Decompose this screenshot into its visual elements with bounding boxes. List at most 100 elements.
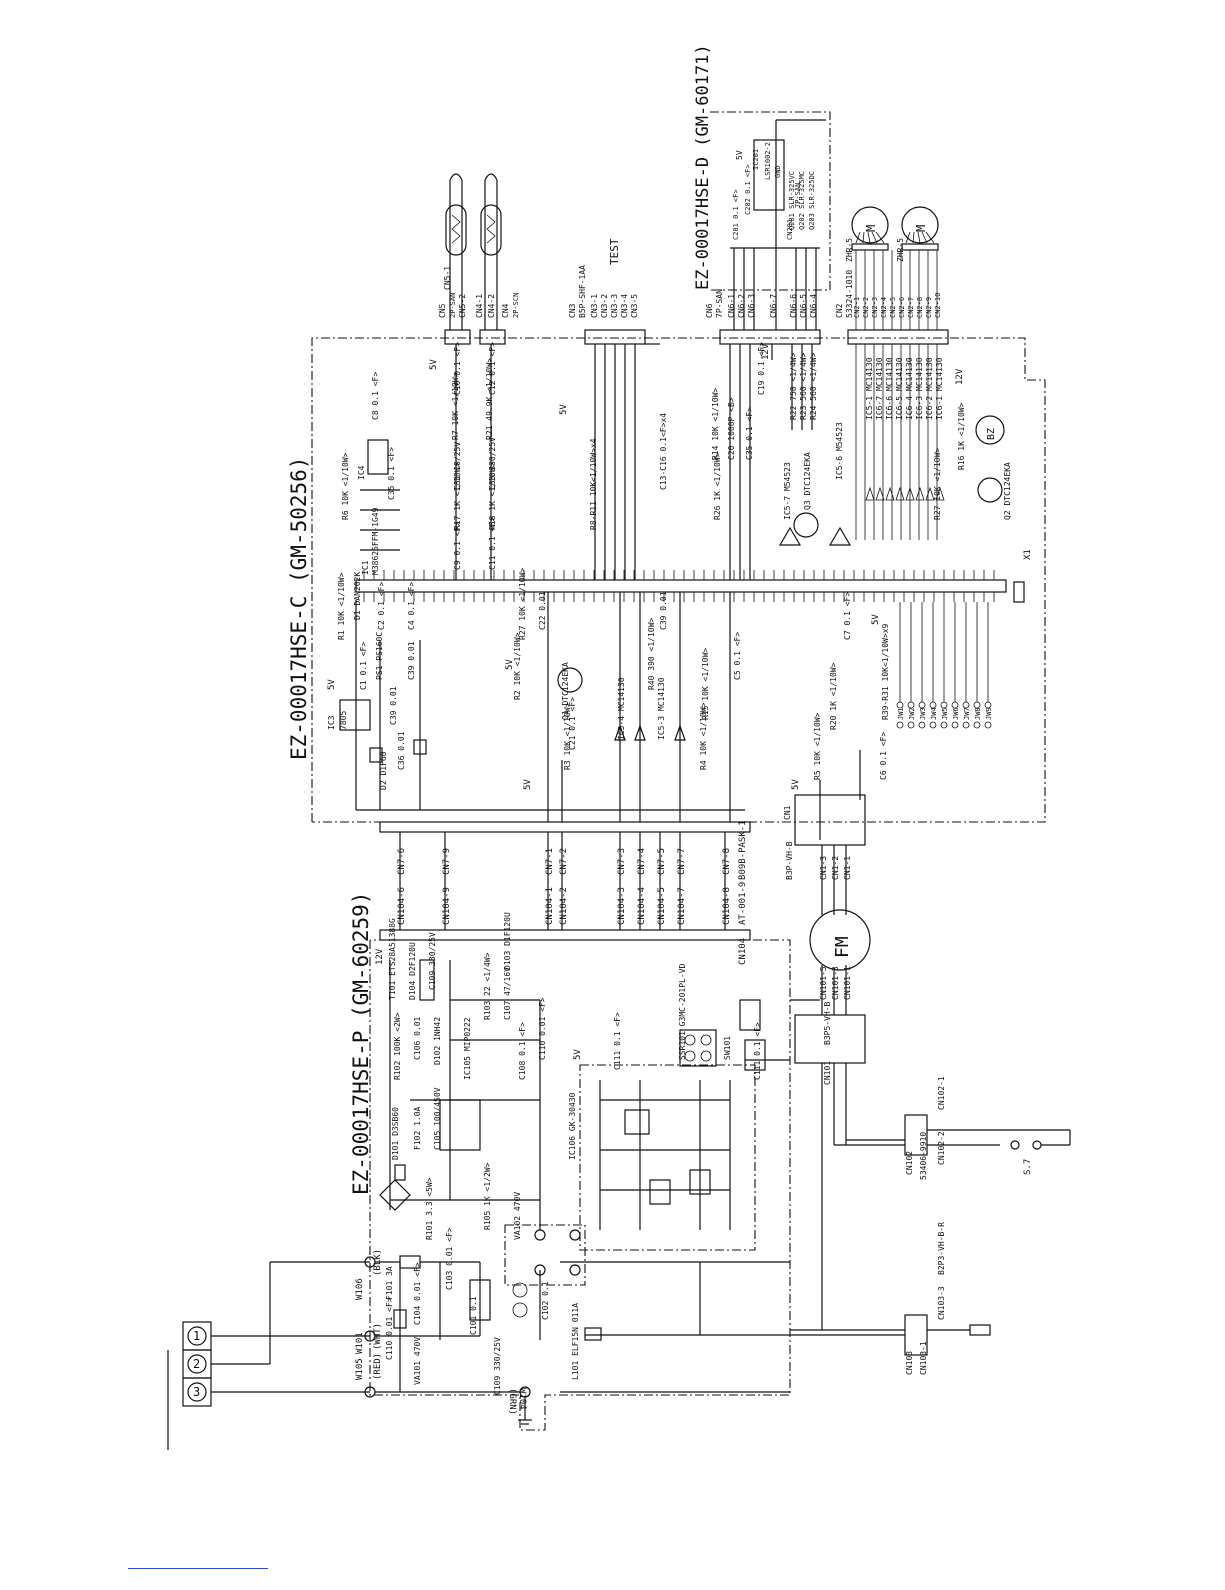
q203-label: Q203 SLR-325DC [808, 171, 816, 230]
d103-label: D103 D1F120U [503, 912, 512, 970]
r8-r11-label: R8-R11 10K<1/10W>x4 [589, 438, 598, 530]
d101-label: D101 D3SB60 [391, 1107, 400, 1160]
rail-5v-g: 5V [871, 614, 881, 625]
lsr-label: LSR1002-2 [764, 142, 772, 180]
cn1-2: CN1-2 [831, 856, 840, 880]
c13-c16-label: C13-C16 0.1<F>x4 [659, 413, 668, 490]
x1-label: X1 [1023, 549, 1033, 560]
ic6-2-label: IC6-2 MC14130 [925, 357, 934, 420]
cn6-2: CN6-2 [737, 294, 746, 318]
control-board: EZ-00017HSE-C (GM-50256) IC1 M38625FFM-1… [287, 173, 1046, 840]
cn102-part: 53406-9910 [919, 1132, 928, 1180]
cn6-3: CN6-3 [747, 294, 756, 318]
c35-label: C39 0.01 [389, 686, 398, 725]
r7-label: R7 10K <1/10W> [451, 372, 460, 440]
fm-label: FM [832, 936, 853, 958]
cn104-8: CN104-8 [722, 887, 732, 925]
cn1-part: B3P-VH-B [785, 841, 794, 880]
jumper-pad [918, 701, 926, 709]
motor-lead [855, 231, 861, 244]
wire-w104-color: (GRN) [507, 1388, 517, 1415]
rail-12v-a: 12V [761, 343, 771, 360]
cn101-label: CN101 [823, 1061, 832, 1085]
f101-label: F101 3A [385, 1266, 394, 1300]
motor-lead [917, 231, 921, 244]
ic5-6-label: IC5-6 M54523 [835, 422, 844, 480]
driver-buffer [925, 486, 935, 501]
cn6-7: CN6-7 [769, 294, 778, 318]
cn6-6: CN6-6 [789, 294, 798, 318]
cn104-2: CN104-2 [559, 887, 569, 925]
ic6-6-label: IC6-6 MC14130 [885, 357, 894, 420]
r17-label: R17 1K <1/10W> [453, 462, 462, 530]
terminal-block: 1 2 3 [167, 1261, 370, 1450]
cn3-label: CN3 [568, 303, 577, 318]
cn104-6: CN104-6 [397, 887, 407, 925]
jumper-pad [973, 721, 981, 729]
jumper-label: JW4 [930, 707, 938, 720]
jumper-pad [940, 721, 948, 729]
f102-label: F102 1.0A [413, 1106, 422, 1150]
c102-label: C102 0.1 [541, 1281, 550, 1320]
r4-label: R4 10K <1/10W> [699, 702, 708, 770]
r40-label: R40 390 <1/10W> [647, 618, 656, 690]
bz-label: BZ [986, 428, 997, 440]
wire-w105-color: (RED) [373, 1353, 383, 1380]
ic5-3-label: IC5-3 MC14130 [657, 677, 666, 740]
cn101-1: CN101-1 [843, 966, 852, 1000]
cn101-3: CN101-3 [831, 966, 840, 1000]
cn7-3: CN7-3 [617, 848, 627, 875]
cn7-6: CN7-6 [397, 848, 407, 875]
r14-label: R14 10K <1/10W> [711, 388, 720, 460]
cn5-1: CN5-1 [443, 266, 452, 290]
c105-label: C105 100/450V [433, 1087, 442, 1150]
display-board-title: EZ-00017HSE-D (GM-60171) [693, 44, 713, 290]
c201-label: C201 0.1 <F> [732, 189, 740, 240]
cn4-part: 2P-SCN [512, 293, 520, 318]
r23-label: R23 560 <1/4W> [799, 352, 808, 420]
r6-label: R6 10K <1/10W> [341, 452, 350, 520]
cn7-4: CN7-4 [637, 848, 647, 875]
driver-buffer [915, 486, 925, 501]
r16-label: R15 10K <1/10W> [701, 648, 710, 720]
jumper-label: JW7 [963, 707, 971, 720]
jumper-pad [984, 701, 992, 709]
r105-label: R105 1K <1/2W> [483, 1162, 492, 1230]
va102-label: C111 0.1 <F> [753, 1022, 762, 1080]
jumper-label: JW8 [974, 707, 982, 720]
c19-label: C19 0.1 <F> [757, 342, 766, 395]
d104-label: D104 D2F120U [408, 942, 417, 1000]
c202-label: C202 0.1 <F> [744, 164, 752, 215]
wire-w101: W101 [355, 1332, 365, 1354]
cn6-5: CN6-5 [799, 294, 808, 318]
stepper-motors: M M ZHR-5 ZHR-5 [845, 206, 939, 262]
footer-underline-link[interactable] [128, 1568, 268, 1569]
cn104-1: CN104-1 [545, 887, 555, 925]
cn4-1: CN4-1 [475, 294, 484, 318]
jumper-pad [962, 721, 970, 729]
ic5-4-label: IC5-4 MC14130 [617, 677, 626, 740]
motor-lead [925, 231, 935, 244]
c1-label: C1 0.1 <F> [359, 642, 368, 690]
terminal-1-label: 1 [193, 1329, 200, 1343]
r2-label: R2 10K <1/10W> [513, 632, 522, 700]
ic5-1-label: IC5-1 MC14130 [865, 357, 874, 420]
ic3-label: IC3 [327, 715, 336, 730]
rail-5v-f: 5V [791, 779, 801, 790]
c111-label: C111 0.1 <F> [613, 1012, 622, 1070]
c12-label: C12 0.1 <F> [488, 342, 497, 395]
c108-label: C108 0.1 <F> [518, 1022, 527, 1080]
r24-label: R24 560 <1/4W> [809, 352, 818, 420]
cn103-1: CN103-3 [937, 1286, 946, 1320]
cn2-pin-label: CN2-7 [907, 297, 915, 318]
driver-buffer [935, 486, 945, 501]
r27-label: R27 10K <1/10W> [933, 448, 942, 520]
power-board: EZ-00017HSE-P (GM-60259) W106 (BLK) W101… [349, 892, 791, 1431]
c36-label: C39 0.01 [659, 591, 668, 630]
cn201-label: CN201 [786, 219, 794, 240]
motor-lead [867, 231, 871, 244]
cn4-2: CN4-2 [487, 294, 496, 318]
ic201-label: IC201 [752, 149, 760, 170]
jumper-pad [896, 721, 904, 729]
jumper-pad [907, 701, 915, 709]
